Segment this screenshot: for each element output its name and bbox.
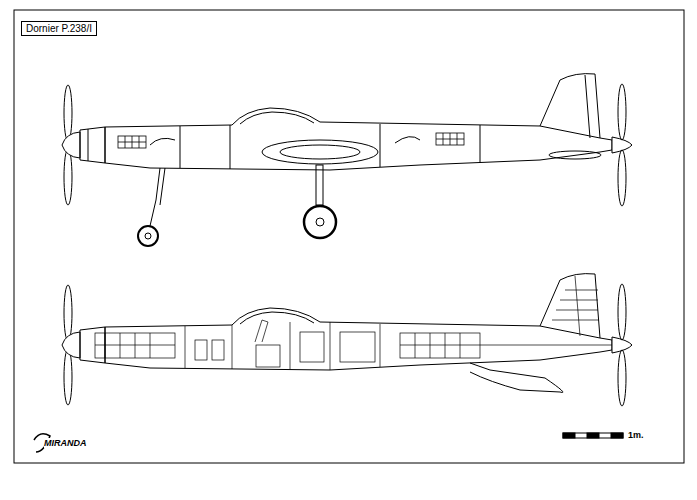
side-view [62,74,632,246]
scale-bar [563,433,623,438]
title-box: Dornier P.238/I [21,21,97,36]
cutaway-view [62,274,632,406]
title-text: Dornier P.238/I [26,23,92,34]
scale-label: 1m. [628,430,644,440]
logo-text: MIRANDA [44,438,87,448]
frame-border [14,10,684,463]
